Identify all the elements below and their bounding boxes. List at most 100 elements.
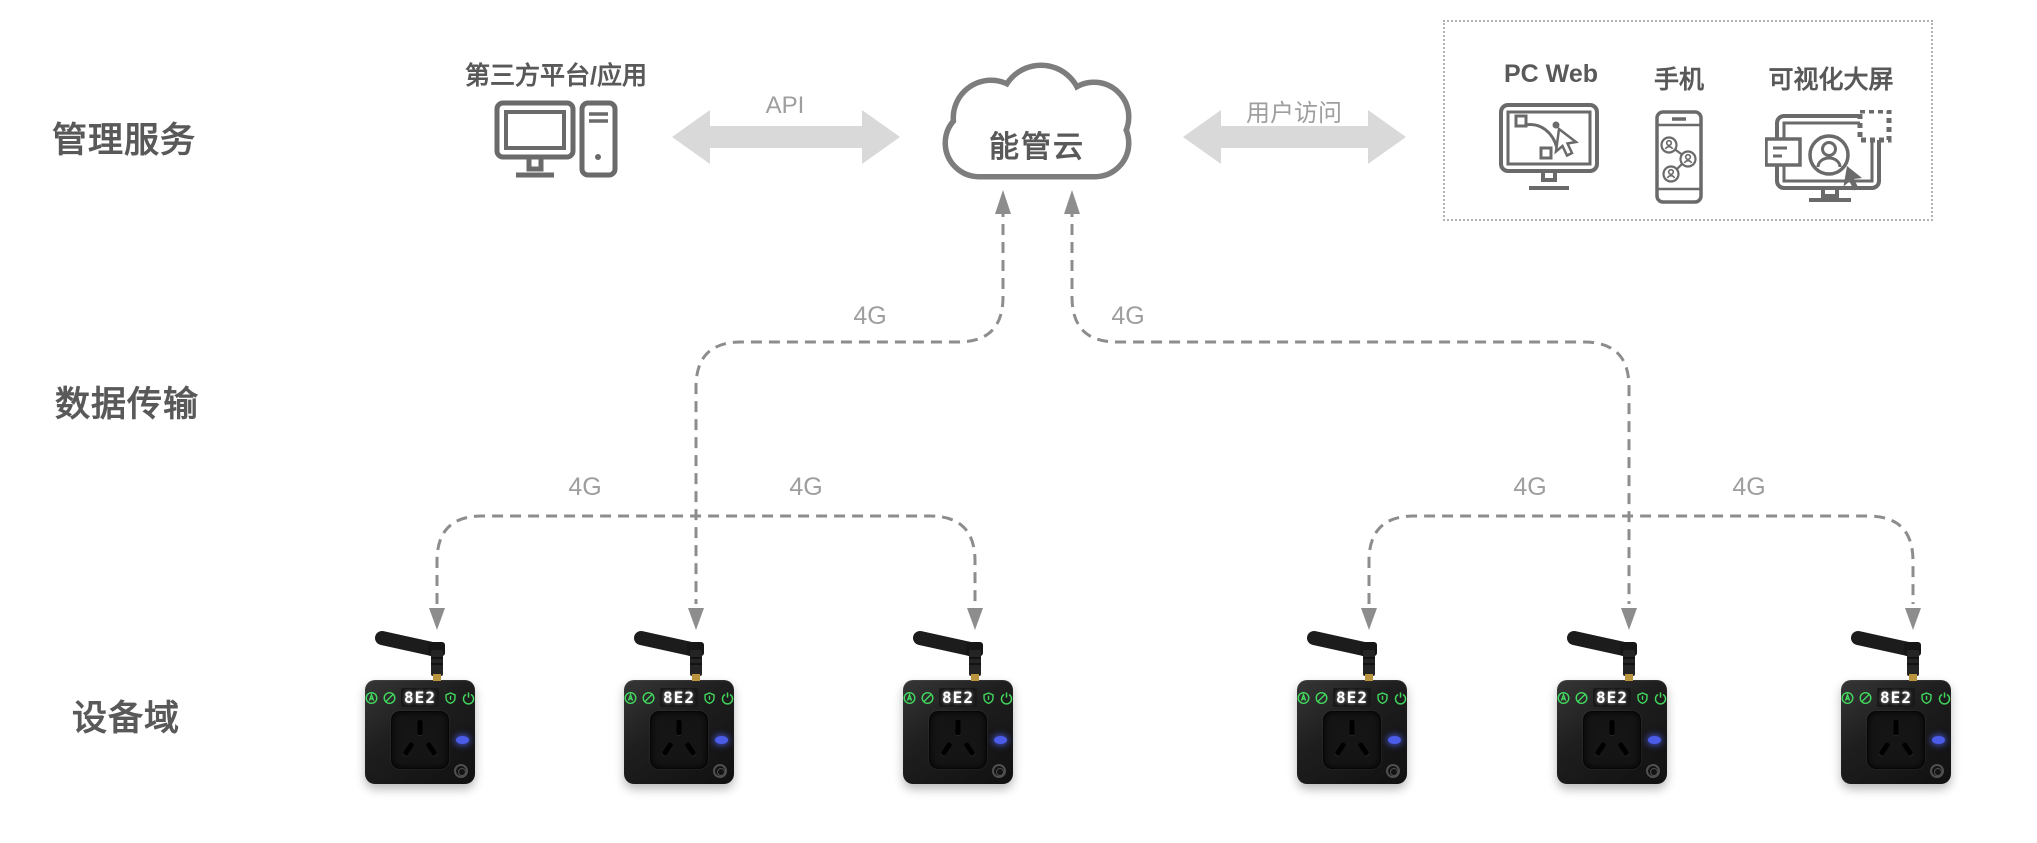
status-light bbox=[994, 736, 1007, 744]
socket-hole bbox=[1609, 720, 1615, 735]
network-4g-label: 4G bbox=[1513, 473, 1547, 501]
socket-outlet bbox=[1867, 711, 1925, 769]
power-icon bbox=[1000, 691, 1013, 705]
socket-hole bbox=[1878, 741, 1891, 757]
mobile-phone-icon bbox=[1655, 110, 1703, 204]
device-display: 8E2 bbox=[401, 688, 439, 707]
shield-icon bbox=[1637, 691, 1648, 704]
socket-hole bbox=[684, 741, 697, 757]
status-light bbox=[1388, 736, 1401, 744]
auto-icon bbox=[365, 691, 378, 704]
route-cloud-to-left-cluster bbox=[694, 206, 1005, 604]
shield-icon bbox=[983, 691, 994, 704]
smart-socket-device: 8E2 bbox=[1297, 680, 1407, 784]
smart-socket-device: 8E2 bbox=[624, 680, 734, 784]
device-button bbox=[1386, 764, 1400, 778]
route-right-cluster bbox=[1367, 514, 1915, 604]
terminal-mobile-label: 手机 bbox=[1653, 66, 1704, 94]
eco-leaf-icon bbox=[642, 691, 655, 704]
device-indicator-row: 8E2 bbox=[1297, 688, 1407, 707]
antenna-icon bbox=[1848, 630, 1944, 684]
device-indicator-row: 8E2 bbox=[624, 688, 734, 707]
socket-hole bbox=[1349, 720, 1355, 735]
layer-label-transmission: 数据传输 bbox=[55, 385, 200, 424]
socket-hole bbox=[1893, 720, 1899, 735]
user-access-link-label: 用户访问 bbox=[1246, 100, 1342, 127]
smart-socket-device: 8E2 bbox=[1557, 680, 1667, 784]
device-indicator-row: 8E2 bbox=[903, 688, 1013, 707]
device-indicator-row: 8E2 bbox=[1557, 688, 1667, 707]
third-party-label: 第三方平台/应用 bbox=[465, 62, 647, 90]
status-light bbox=[1932, 736, 1945, 744]
pc-web-monitor-icon bbox=[1499, 103, 1599, 190]
route-cloud-to-right-cluster bbox=[1070, 206, 1631, 604]
power-icon bbox=[1654, 691, 1667, 705]
antenna-icon bbox=[372, 630, 468, 684]
terminal-mobile: 手机 bbox=[1613, 60, 1745, 209]
device-display: 8E2 bbox=[1877, 688, 1915, 707]
network-4g-label: 4G bbox=[1111, 302, 1145, 330]
socket-outlet bbox=[391, 711, 449, 769]
device-indicator-row: 8E2 bbox=[1841, 688, 1951, 707]
network-4g-label: 4G bbox=[853, 302, 887, 330]
smart-socket-device: 8E2 bbox=[1841, 680, 1951, 784]
socket-hole bbox=[963, 741, 976, 757]
socket-outlet bbox=[929, 711, 987, 769]
access-terminals-box: PC Web 手机 bbox=[1443, 20, 1933, 221]
socket-outlet bbox=[650, 711, 708, 769]
smart-socket-device: 8E2 bbox=[903, 680, 1013, 784]
shield-icon bbox=[1921, 691, 1932, 704]
socket-hole bbox=[940, 741, 953, 757]
layer-label-device-domain: 设备域 bbox=[72, 699, 181, 738]
socket-hole bbox=[417, 720, 423, 735]
socket-hole bbox=[1334, 741, 1347, 757]
antenna-icon bbox=[631, 630, 727, 684]
antenna-icon bbox=[1564, 630, 1660, 684]
status-light bbox=[715, 736, 728, 744]
eco-leaf-icon bbox=[1859, 691, 1872, 704]
dashboard-screen-icon bbox=[1764, 108, 1892, 202]
route-left-cluster bbox=[435, 514, 977, 604]
antenna-icon bbox=[910, 630, 1006, 684]
device-indicator-row: 8E2 bbox=[365, 688, 475, 707]
eco-leaf-icon bbox=[1575, 691, 1588, 704]
api-link-label: API bbox=[765, 92, 805, 119]
status-light bbox=[1648, 736, 1661, 744]
socket-hole bbox=[402, 741, 415, 757]
device-button bbox=[1646, 764, 1660, 778]
power-icon bbox=[721, 691, 734, 705]
shield-icon bbox=[704, 691, 715, 704]
auto-icon bbox=[1841, 691, 1854, 704]
socket-hole bbox=[1357, 741, 1370, 757]
auto-icon bbox=[624, 691, 637, 704]
eco-leaf-icon bbox=[383, 691, 396, 704]
device-button bbox=[454, 764, 468, 778]
socket-hole bbox=[955, 720, 961, 735]
power-icon bbox=[1938, 691, 1951, 705]
power-icon bbox=[462, 691, 475, 705]
network-4g-label: 4G bbox=[568, 473, 602, 501]
socket-hole bbox=[676, 720, 682, 735]
socket-outlet bbox=[1583, 711, 1641, 769]
device-button bbox=[992, 764, 1006, 778]
auto-icon bbox=[903, 691, 916, 704]
smart-socket-device: 8E2 bbox=[365, 680, 475, 784]
device-display: 8E2 bbox=[1333, 688, 1371, 707]
power-icon bbox=[1394, 691, 1407, 705]
desktop-computer-icon bbox=[494, 100, 618, 178]
terminal-dashboard-screen: 可视化大屏 bbox=[1739, 60, 1923, 209]
device-display: 8E2 bbox=[939, 688, 977, 707]
socket-outlet bbox=[1323, 711, 1381, 769]
eco-leaf-icon bbox=[921, 691, 934, 704]
auto-icon bbox=[1297, 691, 1310, 704]
device-display: 8E2 bbox=[660, 688, 698, 707]
network-4g-label: 4G bbox=[1732, 473, 1766, 501]
shield-icon bbox=[1377, 691, 1388, 704]
eco-leaf-icon bbox=[1315, 691, 1328, 704]
device-display: 8E2 bbox=[1593, 688, 1631, 707]
socket-hole bbox=[425, 741, 438, 757]
shield-icon bbox=[445, 691, 456, 704]
socket-hole bbox=[661, 741, 674, 757]
terminal-dashboard-screen-label: 可视化大屏 bbox=[1768, 66, 1894, 94]
